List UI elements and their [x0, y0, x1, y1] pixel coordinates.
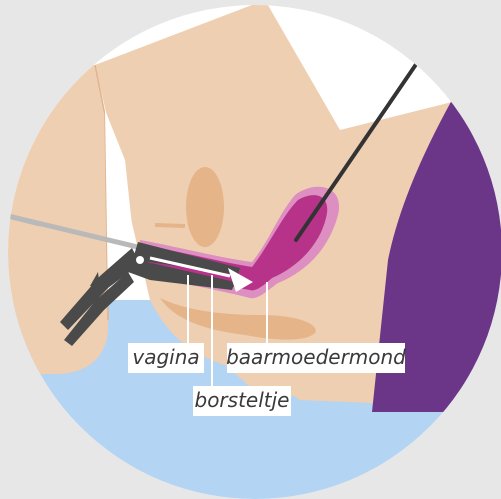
label-vagina-text: vagina	[132, 345, 199, 369]
label-cervix: baarmoedermond	[226, 343, 406, 373]
label-brush-text: borsteltje	[195, 388, 290, 412]
label-brush: borsteltje	[193, 386, 291, 416]
urethra-line	[155, 225, 185, 226]
label-cervix-text: baarmoedermond	[226, 345, 406, 369]
label-vagina: vagina	[128, 343, 204, 373]
bladder-shape	[186, 167, 224, 247]
